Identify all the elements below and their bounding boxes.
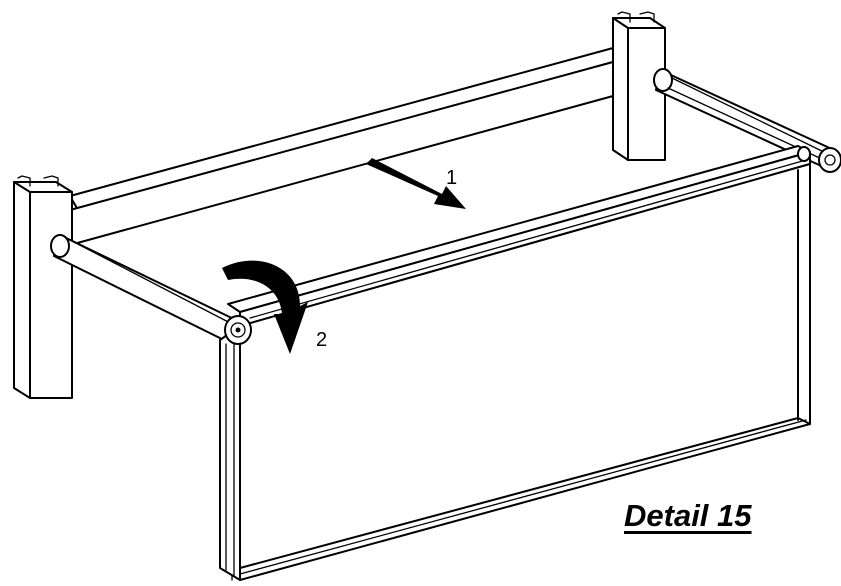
front-left-post (13, 175, 73, 399)
screen-panel (219, 163, 811, 581)
step-label-1: 1 (446, 167, 457, 189)
back-roller-tube (653, 68, 841, 173)
back-right-post (612, 11, 666, 161)
arrow-2-rotate (222, 260, 308, 354)
end-cap (224, 315, 252, 345)
detail-caption: Detail 15 (624, 498, 752, 533)
front-roller-tube (50, 234, 241, 345)
step-label-2: 2 (316, 329, 327, 351)
back-top-rail (69, 47, 614, 246)
arrow-1-push (366, 158, 466, 209)
